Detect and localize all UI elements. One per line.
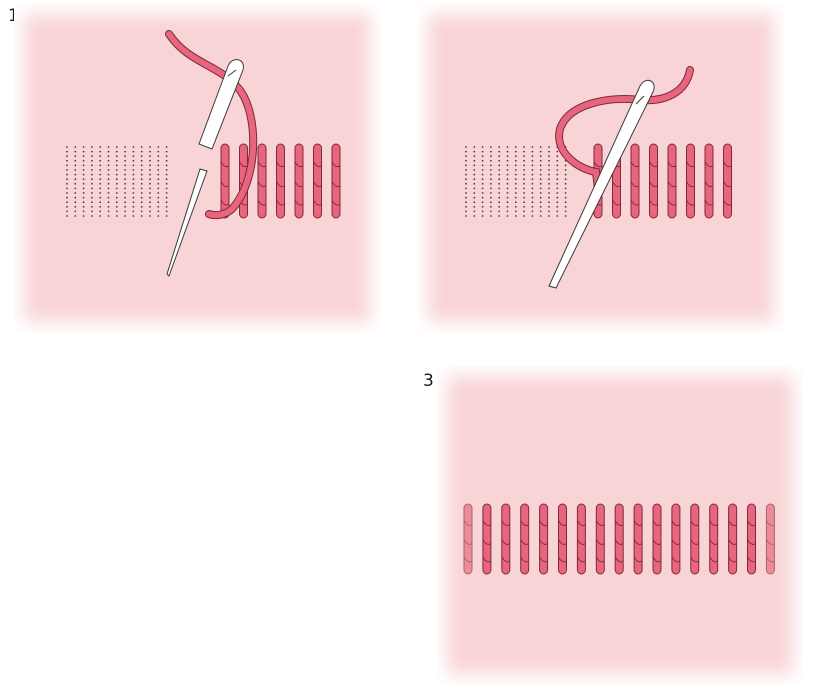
stitch [747,503,756,575]
step-number-1: 1 [8,8,19,25]
dot-grid [66,146,168,217]
stitch [294,143,304,219]
stitch [614,503,624,575]
stitch [331,143,341,219]
stitch [539,503,549,575]
stitch [667,143,677,219]
stitch [690,503,700,575]
stitch [765,503,775,575]
stitch [633,503,643,575]
stitch [723,143,732,219]
stitch [482,503,492,575]
step-2-panel [418,4,784,332]
stitch [257,143,267,219]
needle-lower [166,168,208,277]
step-3-panel [437,366,803,684]
needle-upper [198,59,244,150]
stitch [313,143,322,219]
step-1-panel [14,4,380,332]
step-number-3: 3 [423,371,434,391]
dot-grid [465,146,567,217]
stitch [595,503,605,575]
stitch [686,143,695,219]
stitch-row [220,143,341,219]
stitch-row [463,503,775,575]
stitch [576,503,586,575]
stitch [276,143,285,219]
stitch [728,503,738,575]
step-1-illustration [66,30,341,277]
stitch [463,503,473,575]
step-3-illustration [463,503,775,575]
stitch [652,503,662,575]
step-2-illustration [465,66,732,289]
stitch [649,143,658,219]
stitch [520,503,530,575]
needle [548,79,655,289]
stitch [220,143,230,219]
stitch [501,503,511,575]
stitch [671,503,681,575]
stitch [709,503,719,575]
stitch [558,503,567,575]
stitch [630,143,640,219]
stitch [704,143,714,219]
